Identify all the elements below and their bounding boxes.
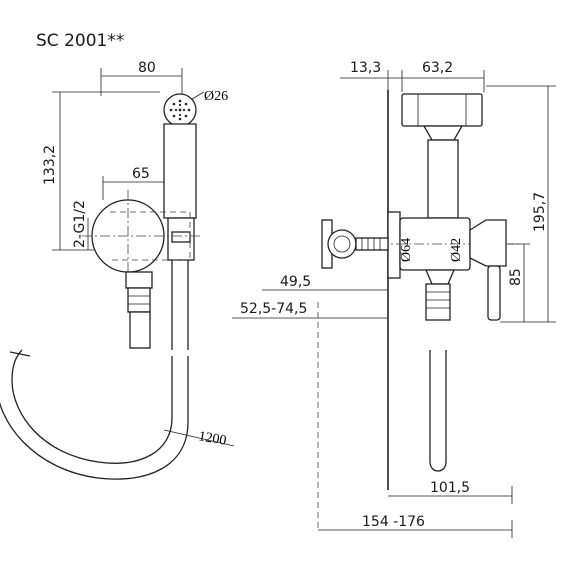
shower-handle bbox=[163, 123, 197, 219]
dim-85-label: 85 bbox=[508, 268, 524, 286]
valve-connector bbox=[125, 271, 153, 289]
inlet-nut bbox=[327, 229, 357, 259]
dim-hose-length-label: 1200 bbox=[197, 429, 227, 449]
front-view: 80 133,2 2-G1/2 65 bbox=[0, 60, 235, 480]
dim-49-label: 49,5 bbox=[280, 274, 311, 290]
hose-outer bbox=[11, 349, 173, 464]
spray-holes-icon bbox=[169, 99, 191, 121]
dim-body-diameter-label: Ø42 bbox=[449, 238, 464, 262]
dim-80-label: 80 bbox=[138, 60, 156, 76]
dim-thread: 2-G1/2 bbox=[72, 200, 89, 250]
hose-inner bbox=[0, 356, 189, 480]
hose-connector bbox=[129, 311, 151, 349]
dim-101-label: 101,5 bbox=[430, 480, 470, 496]
handle-side bbox=[427, 139, 459, 219]
dim-top: 13,3 63,2 bbox=[340, 60, 485, 92]
dim-right-vertical: 195,7 85 bbox=[486, 85, 556, 323]
dim-plate-diameter-label: Ø64 bbox=[399, 238, 414, 262]
lever-hub bbox=[469, 219, 507, 267]
hose-side bbox=[429, 350, 447, 472]
dim-left-width: 80 bbox=[100, 60, 183, 96]
dim-height: 133,2 bbox=[42, 91, 160, 251]
dim-bottom: 101,5 154 -176 bbox=[318, 480, 513, 538]
product-code: SC 2001** bbox=[36, 31, 124, 51]
lower-fitting bbox=[425, 269, 455, 285]
holder-clip bbox=[171, 231, 191, 243]
dim-65-label: 65 bbox=[132, 166, 150, 182]
inlet-thread bbox=[355, 237, 389, 251]
lever-handle bbox=[487, 265, 501, 321]
dim-head-diameter-label: Ø26 bbox=[204, 89, 228, 104]
dim-133-label: 133,2 bbox=[42, 145, 58, 185]
dim-left-horizontal: 49,5 52,5-74,5 bbox=[232, 274, 388, 319]
hose-nut-side bbox=[425, 283, 451, 321]
valve-nut bbox=[127, 287, 151, 313]
dim-52-label: 52,5-74,5 bbox=[240, 301, 307, 317]
dim-63-label: 63,2 bbox=[422, 60, 453, 76]
dim-thread-label: 2-G1/2 bbox=[72, 200, 88, 248]
head-neck bbox=[422, 125, 464, 141]
dim-195-label: 195,7 bbox=[532, 192, 548, 232]
head-side bbox=[401, 93, 483, 127]
dim-154-label: 154 -176 bbox=[362, 514, 425, 530]
side-view: 13,3 63,2 Ø64 Ø42 bbox=[232, 60, 556, 538]
dim-13-label: 13,3 bbox=[350, 60, 381, 76]
